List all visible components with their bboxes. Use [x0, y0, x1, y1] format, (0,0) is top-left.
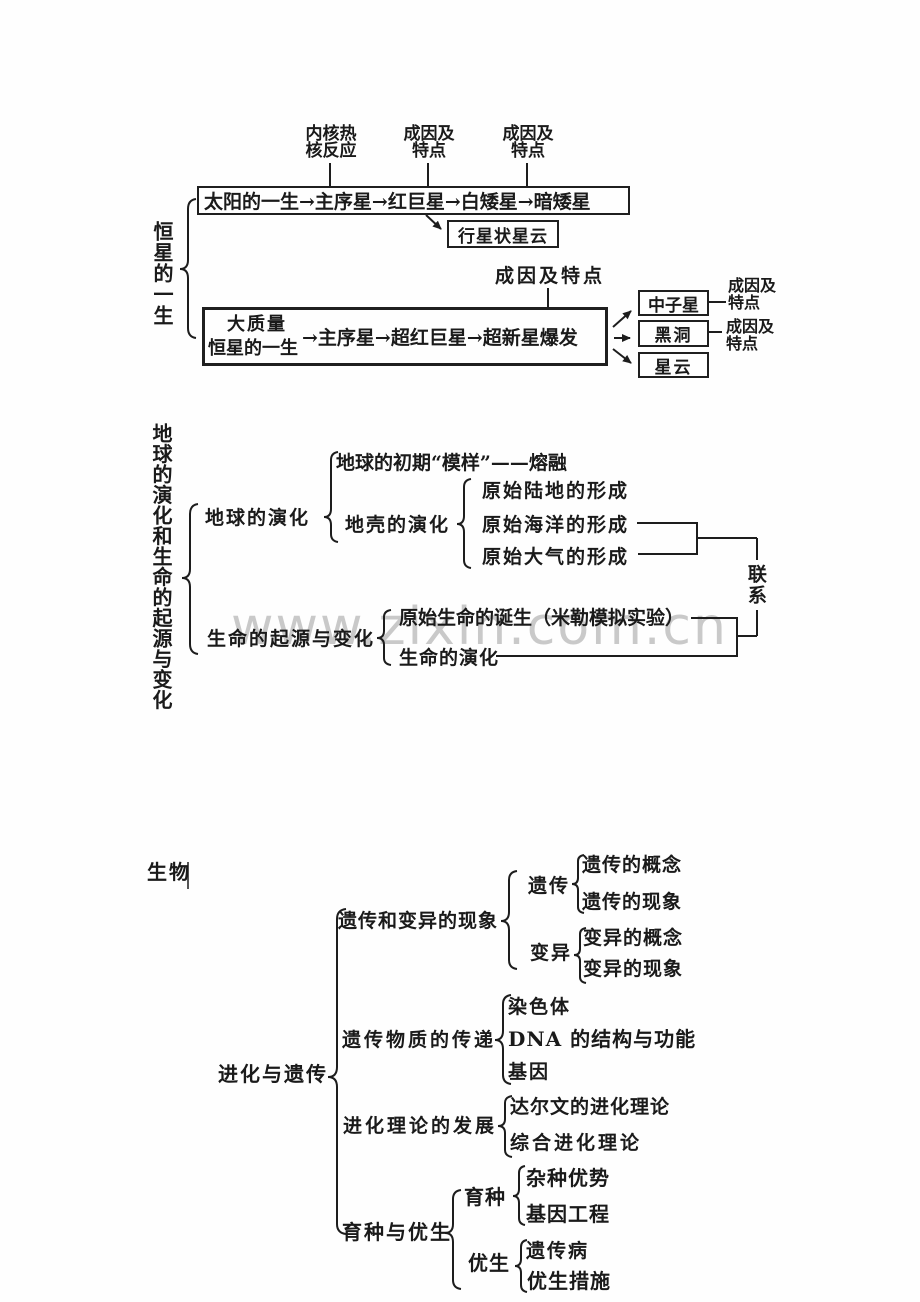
node-life-evolution: 生命的演化 [399, 647, 500, 669]
label-cause-feature-1: 成因及 特点 [403, 124, 455, 161]
node-earth-evolution: 地球的演化 [205, 507, 311, 529]
neutron-star-box: 中子星 [638, 290, 709, 316]
side-label-star-life: 恒星的一生 [150, 221, 174, 326]
label-link: 联系 [744, 564, 767, 606]
node-heredity: 遗传 [528, 875, 571, 897]
node-variation: 变异 [530, 942, 573, 964]
node-evolution-and-heredity: 进化与遗传 [218, 1062, 328, 1086]
node-variation-concept: 变异的概念 [583, 927, 684, 949]
side-label-earth-life: 地球的演化和生命的起源与变化 [149, 423, 173, 710]
label-cause-feature-blackhole: 成因及 特点 [726, 317, 775, 353]
node-primitive-life-birth: 原始生命的诞生（米勒模拟实验） [399, 607, 685, 629]
node-evolution-theory-development: 进化理论的发展 [343, 1115, 498, 1137]
node-hybrid-vigor: 杂种优势 [526, 1166, 610, 1190]
node-gene: 基因 [508, 1061, 551, 1083]
massive-star-chain: →主序星→超红巨星→超新星爆发 [302, 327, 578, 349]
section-label-biology: 生物 [147, 860, 191, 884]
node-life-origin-change: 生命的起源与变化 [207, 628, 376, 650]
node-gene-engineering: 基因工程 [526, 1202, 610, 1226]
node-eugenics: 优生 [468, 1251, 510, 1275]
node-crust-evolution: 地壳的演化 [345, 514, 451, 536]
node-eugenic-measures: 优生措施 [527, 1269, 611, 1293]
massive-star-box: 大质量 恒星的一生 →主序星→超红巨星→超新星爆发 [202, 307, 608, 366]
node-primitive-ocean: 原始海洋的形成 [482, 514, 630, 536]
label-core-fusion: 内核热 核反应 [305, 124, 357, 161]
node-earth-initial-shape: 地球的初期“模样”——熔融 [336, 452, 567, 474]
node-heredity-phenomenon: 遗传的现象 [582, 891, 683, 913]
node-chromosome: 染色体 [508, 996, 572, 1018]
label-cause-feature-2: 成因及 特点 [502, 124, 554, 161]
massive-star-line2: 恒星的一生 [208, 338, 298, 359]
node-darwin-theory: 达尔文的进化理论 [510, 1096, 671, 1118]
node-breeding-and-eugenics: 育种与优生 [342, 1220, 452, 1244]
node-primitive-atmosphere: 原始大气的形成 [482, 546, 630, 568]
planetary-nebula-box: 行星状星云 [447, 220, 559, 248]
massive-star-line1: 大质量 [227, 314, 287, 335]
node-genetic-material-transfer: 遗传物质的传递 [342, 1029, 497, 1051]
node-heredity-concept: 遗传的概念 [582, 854, 683, 876]
node-breeding: 育种 [464, 1185, 506, 1209]
black-hole-box: 黑洞 [638, 320, 709, 347]
node-primitive-land: 原始陆地的形成 [482, 480, 630, 502]
node-synthetic-theory: 综合进化理论 [510, 1132, 643, 1154]
node-genetic-disease: 遗传病 [526, 1240, 590, 1262]
nebula-box: 星云 [638, 352, 709, 378]
node-heredity-variation-phenomena: 遗传和变异的现象 [338, 910, 499, 932]
label-cause-feature-main: 成因及特点 [495, 265, 606, 287]
sun-life-chain-box: 太阳的一生→主序星→红巨星→白矮星→暗矮星 [197, 186, 630, 215]
watermark-text: www.zixin.com.cn [231, 597, 728, 657]
node-dna-structure-function: DNA 的结构与功能 [508, 1027, 697, 1051]
node-variation-phenomenon: 变异的现象 [583, 958, 684, 980]
label-cause-feature-neutron: 成因及 特点 [728, 276, 777, 312]
